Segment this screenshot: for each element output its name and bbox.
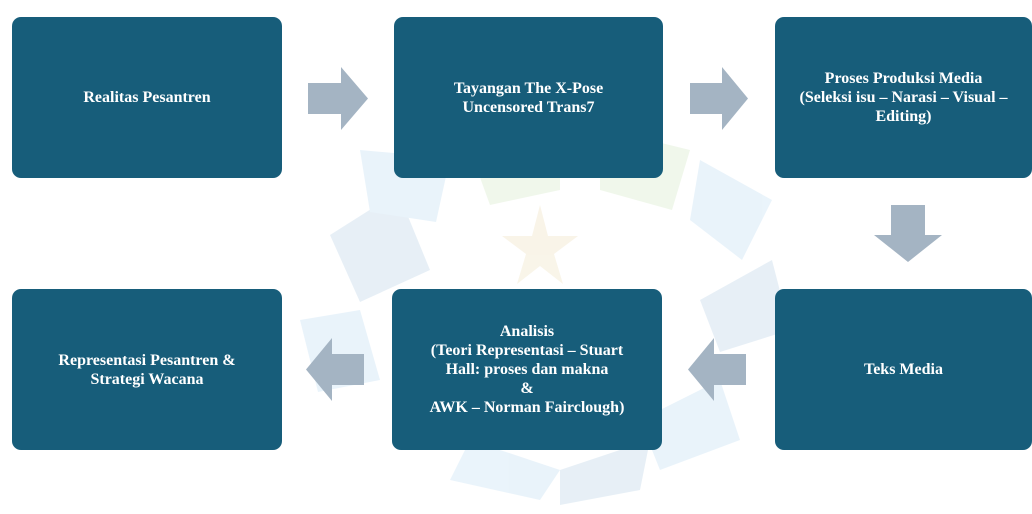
node-label: Realitas Pesantren <box>83 89 211 106</box>
node-proses-produksi: Proses Produksi Media (Seleksi isu – Nar… <box>775 17 1032 178</box>
node-label: Teks Media <box>864 361 943 378</box>
left-arrow-icon <box>688 338 746 401</box>
node-representasi: Representasi Pesantren & Strategi Wacana <box>12 289 282 450</box>
node-label: Representasi Pesantren & Strategi Wacana <box>58 351 236 388</box>
node-label: Analisis (Teori Representasi – Stuart Ha… <box>429 323 625 416</box>
node-tayangan: Tayangan The X-Pose Uncensored Trans7 <box>394 17 663 178</box>
node-analisis: Analisis (Teori Representasi – Stuart Ha… <box>392 289 662 450</box>
node-realitas-pesantren: Realitas Pesantren <box>12 17 282 178</box>
node-teks-media: Teks Media <box>775 289 1032 450</box>
right-arrow-icon <box>690 67 748 130</box>
down-arrow-icon <box>874 205 942 262</box>
right-arrow-icon <box>308 67 368 130</box>
node-label: Tayangan The X-Pose Uncensored Trans7 <box>453 79 604 116</box>
node-label: Proses Produksi Media (Seleksi isu – Nar… <box>799 70 1008 125</box>
left-arrow-icon <box>306 338 364 401</box>
